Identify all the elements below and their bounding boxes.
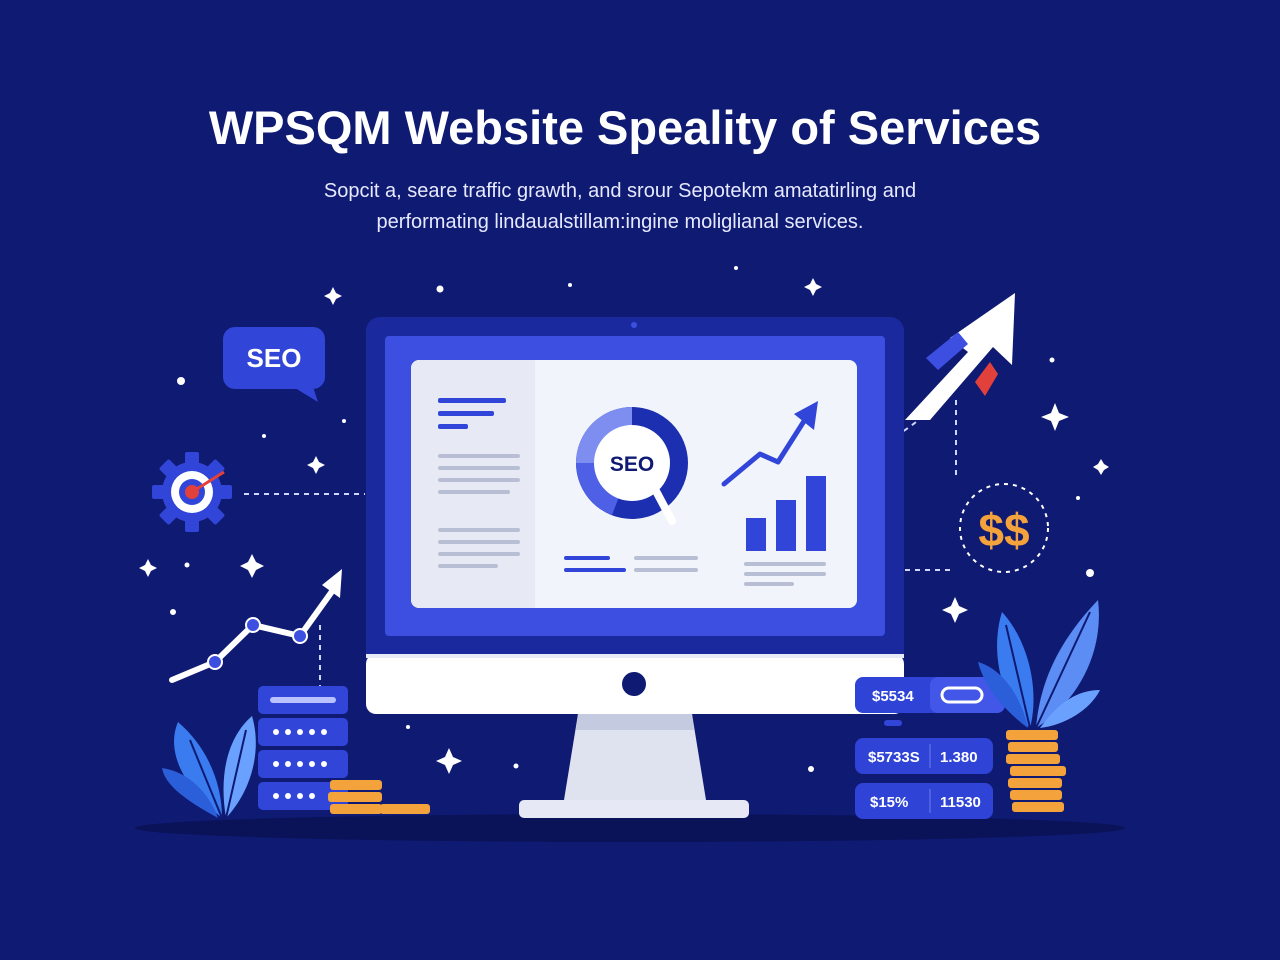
dollar-badge-label: $$ [978,504,1029,556]
screen-text-lines [438,398,520,568]
seo-speech-bubble: SEO [223,327,325,402]
monitor: SEO [366,317,904,818]
ground-shadow [135,814,1125,842]
screen-bar-chart [746,476,826,551]
leaf-icon-left [162,716,256,819]
gear-target-icon [152,452,232,532]
rocket-arrow-icon [905,293,1015,420]
price-tag-3-right: 11530 [940,794,981,811]
price-tag-1: $5534 [855,677,1005,726]
subtitle-line-1: Sopcit a, seare traffic grawth, and srou… [323,180,917,202]
screen-donut-label: SEO [610,453,654,476]
coin-stack-icon-left [328,780,430,814]
price-tag-2-right: 1.380 [940,749,978,766]
price-tag-3-left: $15% [870,794,908,811]
server-icon [258,686,348,810]
page-title: WPSQM Website Speality of Services [208,101,1042,154]
growth-line-chart-left [169,569,342,683]
dollar-badge: $$ [959,483,1049,573]
coin-stack-icon-right [1006,730,1066,812]
screen-footer-lines [564,556,826,586]
seo-donut-chart: SEO [576,407,688,525]
page-subtitle: Sopcit a, seare traffic grawth, and srou… [0,176,1240,238]
price-tag-2-left: $5733S [868,749,920,766]
price-tag-2: $5733S 1.380 [855,738,993,774]
sparkles [139,266,1109,774]
seo-bubble-label: SEO [247,343,302,373]
price-tag-1-left: $5534 [872,688,914,705]
price-tags: $5534 $5733S 1.380 $15% 11530 [855,677,1005,819]
screen-trend-arrow [721,401,818,487]
subtitle-line-2: performating lindaualstillam:ingine moli… [376,211,864,233]
price-tag-3: $15% 11530 [855,783,993,819]
leaf-icon-right [978,600,1100,729]
